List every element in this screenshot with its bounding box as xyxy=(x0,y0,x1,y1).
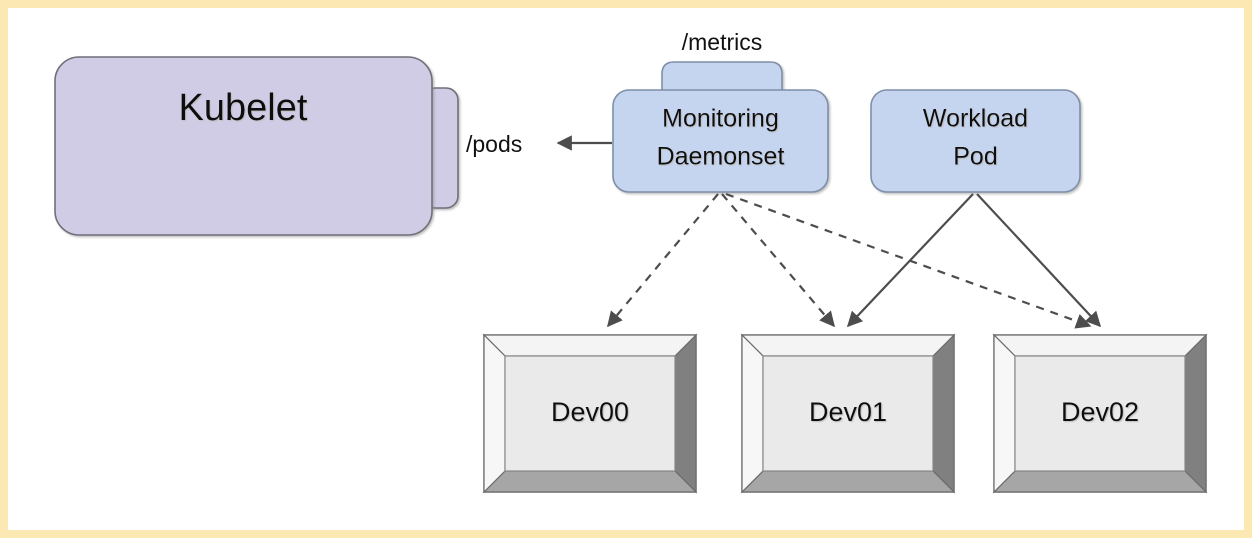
edge-label-metrics: /metrics xyxy=(682,29,763,55)
edge-label-pods: /pods xyxy=(466,131,522,157)
workload-label-line2: Pod xyxy=(953,143,997,171)
edge-monitoring-to-dev01 xyxy=(721,193,835,328)
dev02-label: Dev02 xyxy=(1061,397,1139,427)
edge-layer xyxy=(556,135,1102,329)
dev01-bevel-bottom xyxy=(740,470,956,493)
dev02-bevel-left xyxy=(993,333,1016,494)
diagram-canvas: Kubelet /pods Monitoring Daemonset /metr… xyxy=(8,8,1244,530)
dev01-bevel-right xyxy=(932,333,955,494)
workload-label-line1: Workload xyxy=(923,105,1028,133)
node-device-dev00[interactable]: Dev00 xyxy=(482,333,698,494)
dev01-bevel-left xyxy=(741,333,764,494)
kubelet-body xyxy=(54,56,433,236)
dev01-bevel-top xyxy=(740,334,956,357)
node-workload-pod[interactable]: Workload Pod xyxy=(870,89,1081,193)
dev00-bevel-right xyxy=(674,333,697,494)
edge-monitoring-to-dev00 xyxy=(607,193,719,328)
monitoring-label-line1: Monitoring xyxy=(662,105,779,133)
dev02-bevel-bottom xyxy=(992,470,1208,493)
dev00-bevel-left xyxy=(483,333,506,494)
node-device-dev02[interactable]: Dev02 xyxy=(992,333,1208,494)
monitoring-label-line2: Daemonset xyxy=(657,143,785,171)
edge-workload-to-dev02 xyxy=(976,193,1102,328)
architecture-diagram: Kubelet /pods Monitoring Daemonset /metr… xyxy=(54,29,1208,494)
dev00-panel xyxy=(504,355,676,472)
monitoring-body xyxy=(612,89,829,193)
dev00-bevel-bottom xyxy=(482,470,698,493)
dev01-label: Dev01 xyxy=(809,397,887,427)
kubelet-label: Kubelet xyxy=(179,87,308,129)
dev02-bevel-top xyxy=(992,334,1208,357)
workload-body xyxy=(870,89,1081,193)
edge-monitoring-to-dev02 xyxy=(725,192,1092,329)
dev00-label: Dev00 xyxy=(551,397,629,427)
dev00-bevel-top xyxy=(482,334,698,357)
node-kubelet[interactable]: Kubelet xyxy=(54,56,459,236)
dev01-panel xyxy=(762,355,934,472)
dev02-bevel-right xyxy=(1184,333,1207,494)
node-device-dev01[interactable]: Dev01 xyxy=(740,333,956,494)
edge-workload-to-dev01 xyxy=(846,193,974,328)
node-monitoring-daemonset[interactable]: Monitoring Daemonset xyxy=(612,61,829,193)
dev02-panel xyxy=(1014,355,1186,472)
